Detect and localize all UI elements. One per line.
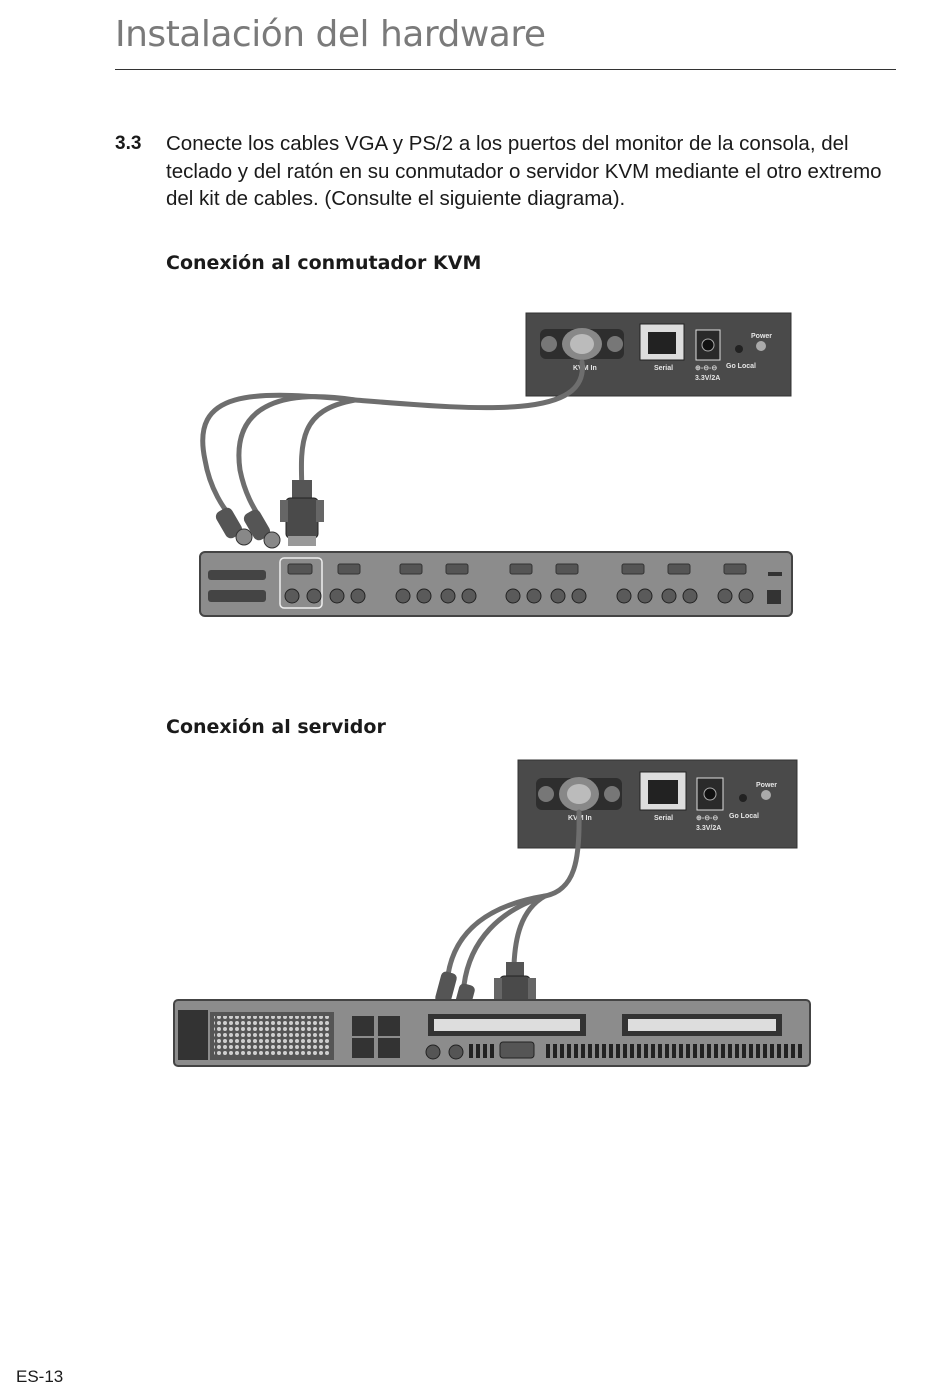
power-label-2: Power: [756, 782, 777, 789]
cable-bundle-1: [200, 359, 585, 521]
go-local-label-2: Go Local: [729, 813, 759, 820]
step-instruction: Conecte los cables VGA y PS/2 a los puer…: [166, 132, 882, 210]
svg-text:⊕-⊖-⊖: ⊕-⊖-⊖: [695, 365, 717, 372]
cable-bundle-2: [445, 809, 582, 988]
server-chassis: [173, 999, 811, 1067]
header-divider: [115, 69, 896, 70]
step-number: 3.3: [115, 133, 142, 154]
remote-module-2: KVM In Serial ⊕-⊖-⊖ 3.3V/2A Go Local Pow…: [517, 759, 798, 849]
server-connection-heading: Conexión al servidor: [166, 716, 386, 738]
vga-plug-1: [280, 480, 324, 546]
power-label-1: Power: [751, 333, 772, 340]
svg-text:⊕-⊖-⊖: ⊕-⊖-⊖: [696, 815, 718, 822]
remote-module-1: KVM In Serial ⊕-⊖-⊖ 3.3V/2A Go Local Pow…: [525, 312, 792, 397]
serial-label-1: Serial: [654, 365, 673, 372]
page-number: ES-13: [16, 1367, 64, 1386]
ps2-plug-right-1: [243, 509, 281, 549]
power-spec-label-2: 3.3V/2A: [696, 825, 721, 832]
page-header-title: Instalación del hardware: [115, 14, 546, 55]
serial-label-2: Serial: [654, 815, 673, 822]
power-spec-label-1: 3.3V/2A: [695, 375, 720, 382]
ps2-plug-left-1: [215, 507, 253, 546]
kvm-switch-rack: [199, 551, 793, 617]
go-local-label-1: Go Local: [726, 363, 756, 370]
kvm-connection-heading: Conexión al conmutador KVM: [166, 252, 482, 274]
